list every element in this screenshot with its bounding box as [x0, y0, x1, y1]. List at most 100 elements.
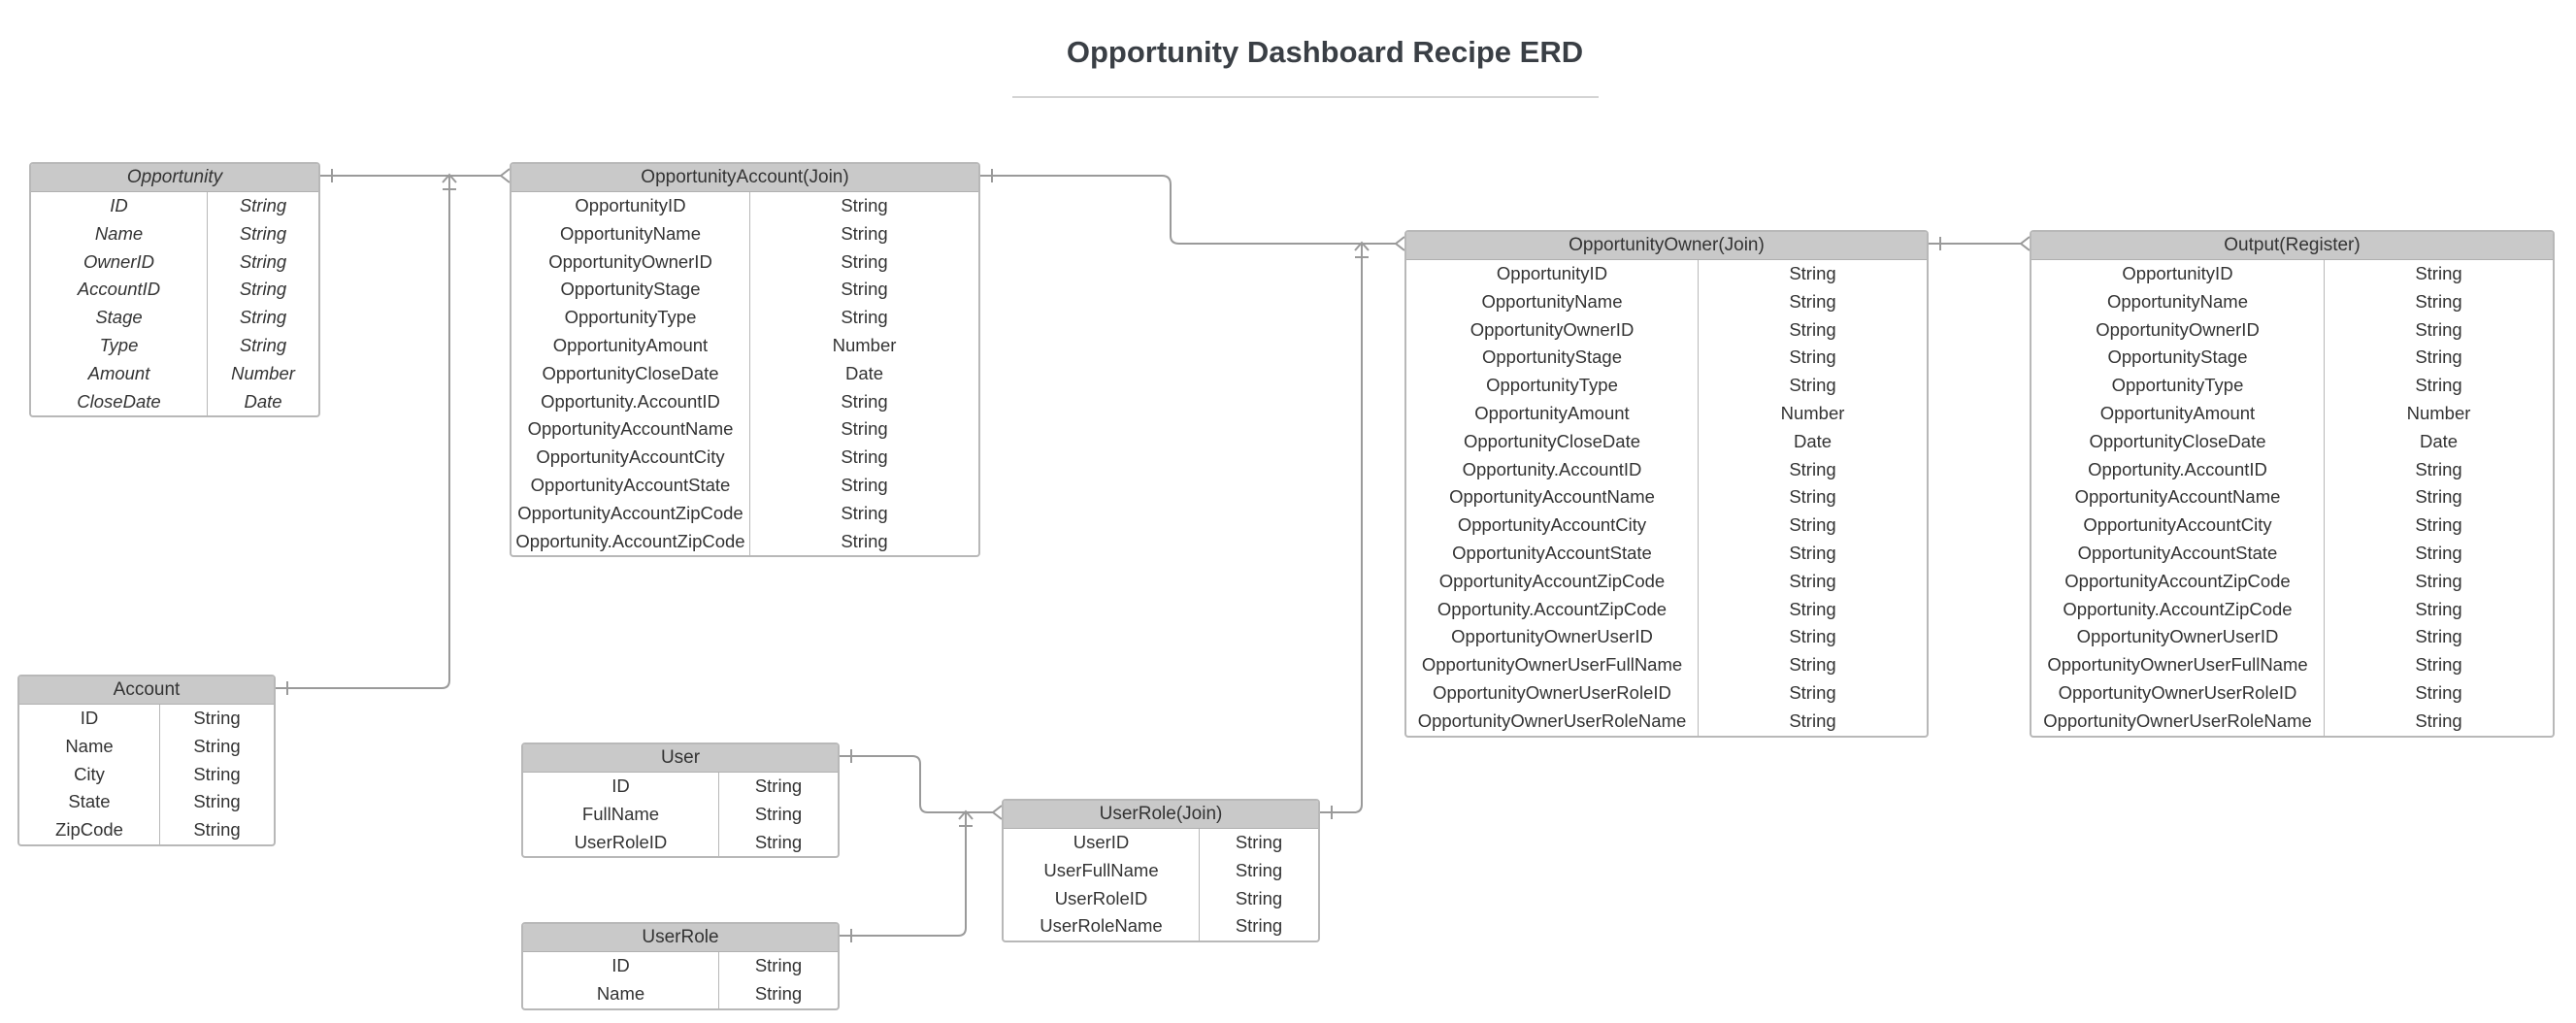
field-name: OwnerID [31, 248, 208, 277]
field-name: OpportunityCloseDate [1406, 427, 1699, 456]
field-type: String [1789, 346, 1836, 368]
field-name: Name [19, 732, 160, 761]
entity-header: OpportunityAccount(Join) [512, 164, 978, 192]
field-type: String [841, 390, 888, 412]
cardinality-marker [850, 749, 1003, 820]
cardinality-marker [1331, 241, 1370, 819]
field-name: Opportunity.AccountZipCode [512, 527, 750, 556]
field-name: Amount [31, 359, 208, 388]
field-type: String [2415, 263, 2462, 283]
field-name: City [19, 760, 160, 789]
field-type: String [2415, 681, 2462, 703]
field-type: Number [832, 334, 897, 355]
field-name: OpportunityAccountCity [1406, 512, 1699, 540]
field-type: String [193, 708, 241, 728]
field-name: OpportunityStage [2031, 344, 2325, 373]
field-name: UserRoleName [1004, 912, 1200, 941]
field-type: String [193, 735, 241, 756]
field-type: String [1789, 290, 1836, 312]
field-type: String [841, 502, 888, 523]
field-type: String [239, 195, 287, 215]
field-type: Number [231, 362, 295, 383]
field-name: OpportunityOwnerUserFullName [2031, 651, 2325, 679]
field-type: String [754, 955, 803, 975]
field-type: String [239, 307, 287, 328]
entity-header: User [523, 744, 838, 773]
field-name: OpportunityAccountName [1406, 483, 1699, 512]
field-name: Stage [31, 304, 208, 332]
field-row: OpportunityAccountCity String [1406, 512, 1927, 540]
field-type: String [1235, 859, 1283, 880]
cardinality-marker [331, 168, 511, 183]
cardinality-marker [991, 169, 1405, 251]
connector-line [840, 755, 993, 813]
field-type: String [2415, 542, 2462, 563]
field-row: City String [19, 760, 274, 789]
field-type: Date [244, 390, 282, 412]
field-name: OpportunityAccountName [512, 415, 750, 445]
field-type: String [1789, 318, 1836, 340]
field-type: String [2415, 626, 2462, 647]
field-type: String [841, 307, 888, 328]
field-type: String [193, 763, 241, 784]
connector-opportunity-to-opportunityaccount [320, 168, 511, 183]
connector-account-to-opportunityaccount [276, 173, 457, 695]
connector-opportunityaccount-to-opportunityowner [980, 169, 1405, 251]
field-type: String [841, 530, 888, 551]
field-name: Opportunity.AccountZipCode [2031, 595, 2325, 624]
field-name: OpportunityID [1406, 260, 1699, 288]
connector-opportunityowner-to-output [1929, 236, 2031, 251]
field-name: OpportunityAmount [1406, 399, 1699, 428]
field-type: Number [2406, 402, 2471, 423]
field-row: Name String [19, 732, 274, 761]
field-type: String [754, 803, 803, 824]
field-row: Stage String [31, 304, 318, 332]
field-type: String [2415, 375, 2462, 396]
field-name: OpportunityType [1406, 372, 1699, 400]
field-type: Date [844, 362, 884, 383]
field-name: ZipCode [19, 816, 160, 844]
entity-header: UserRole [523, 924, 838, 952]
field-type: String [2415, 290, 2462, 312]
field-name: OpportunityStage [512, 276, 750, 305]
entity-header: UserRole(Join) [1004, 801, 1318, 829]
field-name: State [19, 788, 160, 817]
field-type: Date [2419, 430, 2459, 451]
field-type: String [1789, 514, 1836, 536]
connector-line [1320, 244, 1363, 813]
